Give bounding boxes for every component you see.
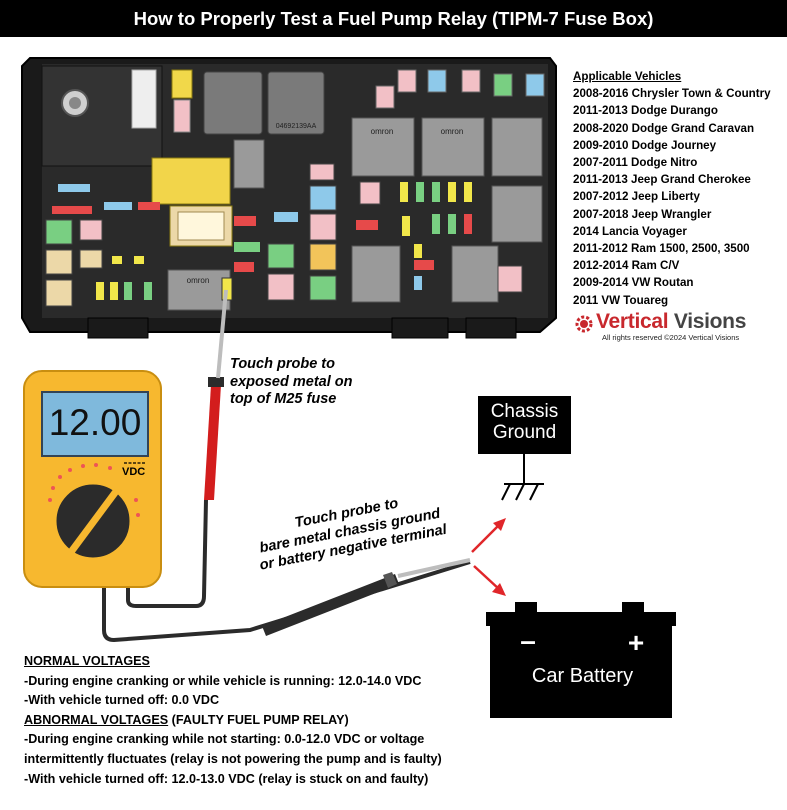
relay-brand-2: omron <box>441 127 464 136</box>
red-probe-handle <box>204 385 221 500</box>
page-title: How to Properly Test a Fuel Pump Relay (… <box>0 0 787 37</box>
brand-name: Vertical Visions <box>596 310 747 333</box>
arrow-to-ground <box>471 523 501 553</box>
normal-voltage-item: -With vehicle turned off: 0.0 VDC <box>24 693 220 708</box>
vehicle-item: 2011-2012 Ram 1500, 2500, 3500 <box>573 242 750 256</box>
abnormal-voltage-item: -During engine cranking while not starti… <box>24 732 425 747</box>
vehicle-item: 2007-2011 Dodge Nitro <box>573 156 698 170</box>
maxi-fuse-white <box>131 69 157 129</box>
battery-neg-terminal <box>515 602 537 612</box>
vehicles-heading: Applicable Vehicles <box>573 70 682 83</box>
abnormal-voltages-heading: ABNORMAL VOLTAGES (FAULTY FUEL PUMP RELA… <box>24 712 349 727</box>
battery-pos-symbol: + <box>628 627 644 658</box>
omron-relays <box>167 117 543 311</box>
fuse-yellow-top <box>171 69 193 99</box>
vehicle-item: 2007-2018 Jeep Wrangler <box>573 207 712 221</box>
multimeter-mode: VDC <box>122 466 146 478</box>
vehicle-item: 2009-2014 VW Routan <box>573 276 694 290</box>
applicable-vehicles-list: Applicable Vehicles 2008-2016 Chrysler T… <box>573 68 771 309</box>
gear-icon <box>575 315 593 333</box>
black-probe-handle <box>262 574 399 636</box>
tipm-fuse-box: 04692139AA omron omron omron <box>21 57 557 339</box>
arrow-to-battery <box>473 565 501 591</box>
multimeter-dial <box>55 483 131 559</box>
vehicle-item: 2011-2013 Dodge Durango <box>573 104 718 118</box>
black-lead-wire <box>102 560 471 643</box>
yellow-cover <box>151 157 231 205</box>
copyright-text: All rights reserved ©2024 Vertical Visio… <box>602 333 740 342</box>
relay-gray-1 <box>203 71 263 135</box>
black-probe-tip <box>397 558 471 578</box>
battery-neg-symbol: – <box>520 625 536 656</box>
relay-brand-3: omron <box>187 276 210 285</box>
dial-pointer <box>68 487 120 555</box>
black-probe-note: Touch probe to bare metal chassis ground… <box>258 495 449 574</box>
top-row-fuses <box>375 69 545 109</box>
vehicle-item: 2008-2016 Chrysler Town & Country <box>573 87 771 101</box>
m25-fuse <box>221 277 233 301</box>
chassis-ground-label: Chassis Ground <box>478 396 571 454</box>
middle-fuse-cluster <box>234 163 523 301</box>
part-number-label: 04692139AA <box>276 123 317 130</box>
normal-voltage-item: -During engine cranking or while vehicle… <box>24 673 422 688</box>
vehicle-item: 2011-2013 Jeep Grand Cherokee <box>573 173 751 187</box>
relay-brand-1: omron <box>371 127 394 136</box>
relay-gray-2 <box>267 71 325 135</box>
battery-pos-terminal <box>622 602 644 612</box>
abnormal-voltage-item: intermittently fluctuates (relay is not … <box>24 751 442 766</box>
left-fuse-cluster <box>45 184 160 307</box>
vehicle-item: 2008-2020 Dodge Grand Caravan <box>573 121 755 135</box>
voltage-notes: NORMAL VOLTAGES -During engine cranking … <box>24 652 442 789</box>
multimeter-reading: 12.00 <box>48 402 142 443</box>
red-probe-note: Touch probe to exposed metal on top of M… <box>230 356 353 407</box>
vehicle-item: 2009-2010 Dodge Journey <box>573 138 717 152</box>
vehicle-item: 2007-2012 Jeep Liberty <box>573 190 700 204</box>
abnormal-voltage-item: -With vehicle turned off: 12.0-13.0 VDC … <box>24 771 429 786</box>
normal-voltages-heading: NORMAL VOLTAGES <box>24 654 150 668</box>
vehicle-item: 2012-2014 Ram C/V <box>573 259 680 273</box>
car-battery-label: Car Battery <box>531 665 634 687</box>
vehicle-item: 2011 VW Touareg <box>573 293 669 307</box>
vehicle-item: 2014 Lancia Voyager <box>573 224 687 238</box>
red-lead-wire <box>126 499 208 608</box>
